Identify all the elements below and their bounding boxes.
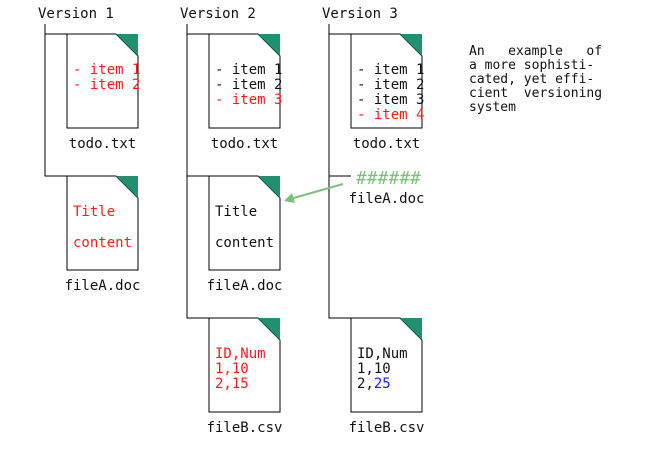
version-2-label: Version 2 <box>180 6 256 22</box>
file-name: fileA.doc <box>349 191 425 207</box>
file-line: - item 1 <box>357 62 424 78</box>
document-outline <box>66 175 139 271</box>
document-icon <box>66 175 139 271</box>
document-outline <box>208 317 281 413</box>
page-fold-icon <box>258 176 280 198</box>
version-1-label: Version 1 <box>38 6 114 22</box>
page-fold-icon <box>258 318 280 340</box>
file-line: Title <box>73 204 115 220</box>
note-line: An example of <box>469 44 602 59</box>
file-line: content <box>73 235 132 251</box>
page-fold-icon <box>400 34 422 56</box>
pointer-arrow <box>284 183 344 203</box>
page-fold-icon <box>116 176 138 198</box>
version-3-label: Version 3 <box>322 6 398 22</box>
file-line: 1,10 <box>215 361 249 377</box>
note-line: cient versioning <box>469 86 602 101</box>
document-icon <box>208 33 281 129</box>
file-line-segment: 2, <box>357 376 374 392</box>
document-outline <box>350 317 423 413</box>
document-outline <box>66 33 139 129</box>
file-line: ID,Num <box>357 346 408 362</box>
side-note: An example of a more sophisti- cated, ye… <box>469 44 602 115</box>
file-name: fileA.doc <box>207 278 283 294</box>
file-name: fileB.csv <box>207 420 283 436</box>
file-name: todo.txt <box>353 136 420 152</box>
document-icon <box>350 33 423 129</box>
document-icon <box>208 317 281 413</box>
note-line: system <box>469 100 516 115</box>
page-fold-icon <box>400 318 422 340</box>
arrowhead-icon <box>284 193 295 203</box>
pointer-arrow-line <box>289 183 344 200</box>
file-line: Title <box>215 204 257 220</box>
file-line: - item 2 <box>73 77 140 93</box>
document-icon <box>66 33 139 129</box>
file-line: - item 3 <box>357 92 424 108</box>
note-line: a more sophisti- <box>469 58 594 73</box>
document-outline <box>208 175 281 271</box>
document-outline <box>208 33 281 129</box>
file-line: - item 3 <box>215 92 282 108</box>
tree-branch-v1 <box>44 24 67 177</box>
document-icon <box>208 175 281 271</box>
file-line: - item 2 <box>215 77 282 93</box>
document-outline <box>350 33 423 129</box>
pointer-hash: ###### <box>355 168 421 189</box>
document-icon <box>350 317 423 413</box>
tree-lines <box>44 24 351 319</box>
file-line: ID,Num <box>215 346 266 362</box>
file-name: fileA.doc <box>65 278 141 294</box>
file-line: 2,25 <box>357 376 391 392</box>
page-fold-icon <box>258 34 280 56</box>
file-line: 2,15 <box>215 376 249 392</box>
file-line: content <box>215 235 274 251</box>
tree-branch-v3 <box>328 24 351 319</box>
file-line: - item 4 <box>357 107 424 123</box>
file-name: todo.txt <box>211 136 278 152</box>
changed-value: 25 <box>374 376 391 392</box>
file-name: todo.txt <box>69 136 136 152</box>
file-name: fileB.csv <box>349 420 425 436</box>
file-line: - item 1 <box>73 62 140 78</box>
file-line: 1,10 <box>357 361 391 377</box>
page-fold-icon <box>116 34 138 56</box>
file-line: - item 2 <box>357 77 424 93</box>
file-line: - item 1 <box>215 62 282 78</box>
note-line: cated, yet effi- <box>469 72 594 87</box>
tree-branch-v2 <box>186 24 209 319</box>
